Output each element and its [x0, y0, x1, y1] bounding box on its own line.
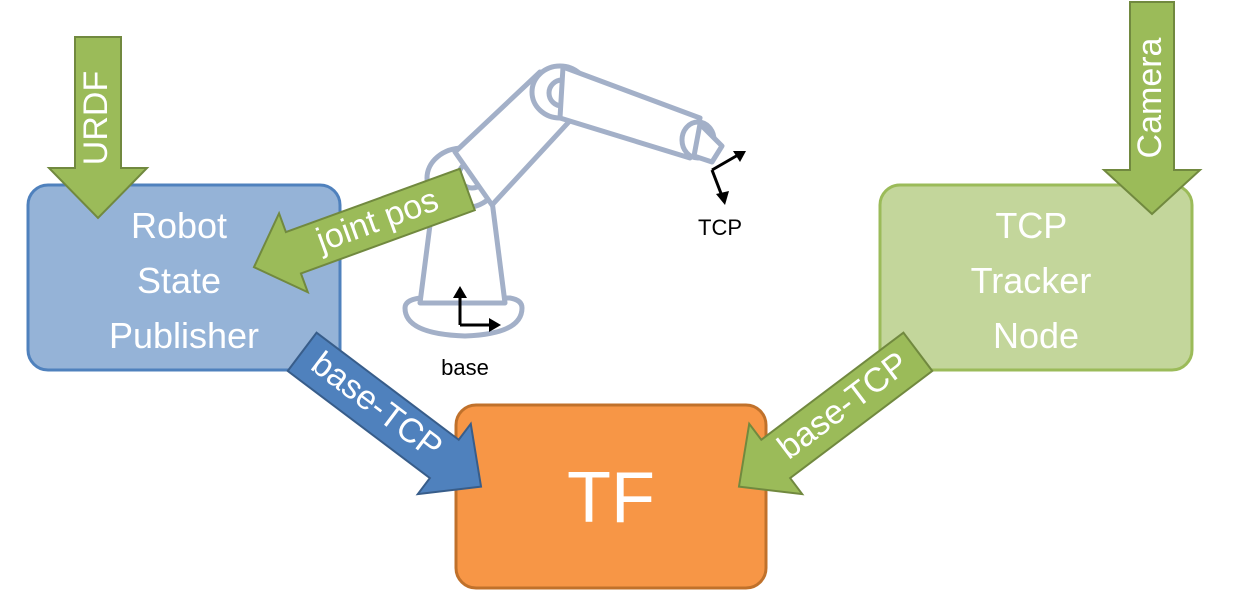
base-tcp-right-arrow-label: base-TCP [771, 344, 916, 466]
tcp-frame-axes-icon [710, 151, 746, 205]
robot-state-publisher-label: Robot State Publisher [109, 205, 259, 356]
robot-state-publisher-box [26, 183, 342, 372]
urdf-arrow-label: URDF [77, 71, 115, 165]
urdf-arrow: URDF [46, 36, 150, 220]
tcp-tracker-node-box [878, 183, 1194, 372]
base-frame-label: base [441, 355, 489, 380]
tcp-tracker-node-label: TCP Tracker Node [971, 205, 1102, 356]
camera-arrow: Camera [1101, 1, 1203, 216]
camera-arrow-label: Camera [1131, 37, 1169, 158]
base-frame-axes-icon [453, 286, 501, 332]
tf-box [454, 403, 768, 590]
base-tcp-left-arrow-label: base-TCP [304, 344, 449, 466]
tf-label: TF [567, 458, 655, 538]
tcp-frame-label: TCP [698, 215, 742, 240]
